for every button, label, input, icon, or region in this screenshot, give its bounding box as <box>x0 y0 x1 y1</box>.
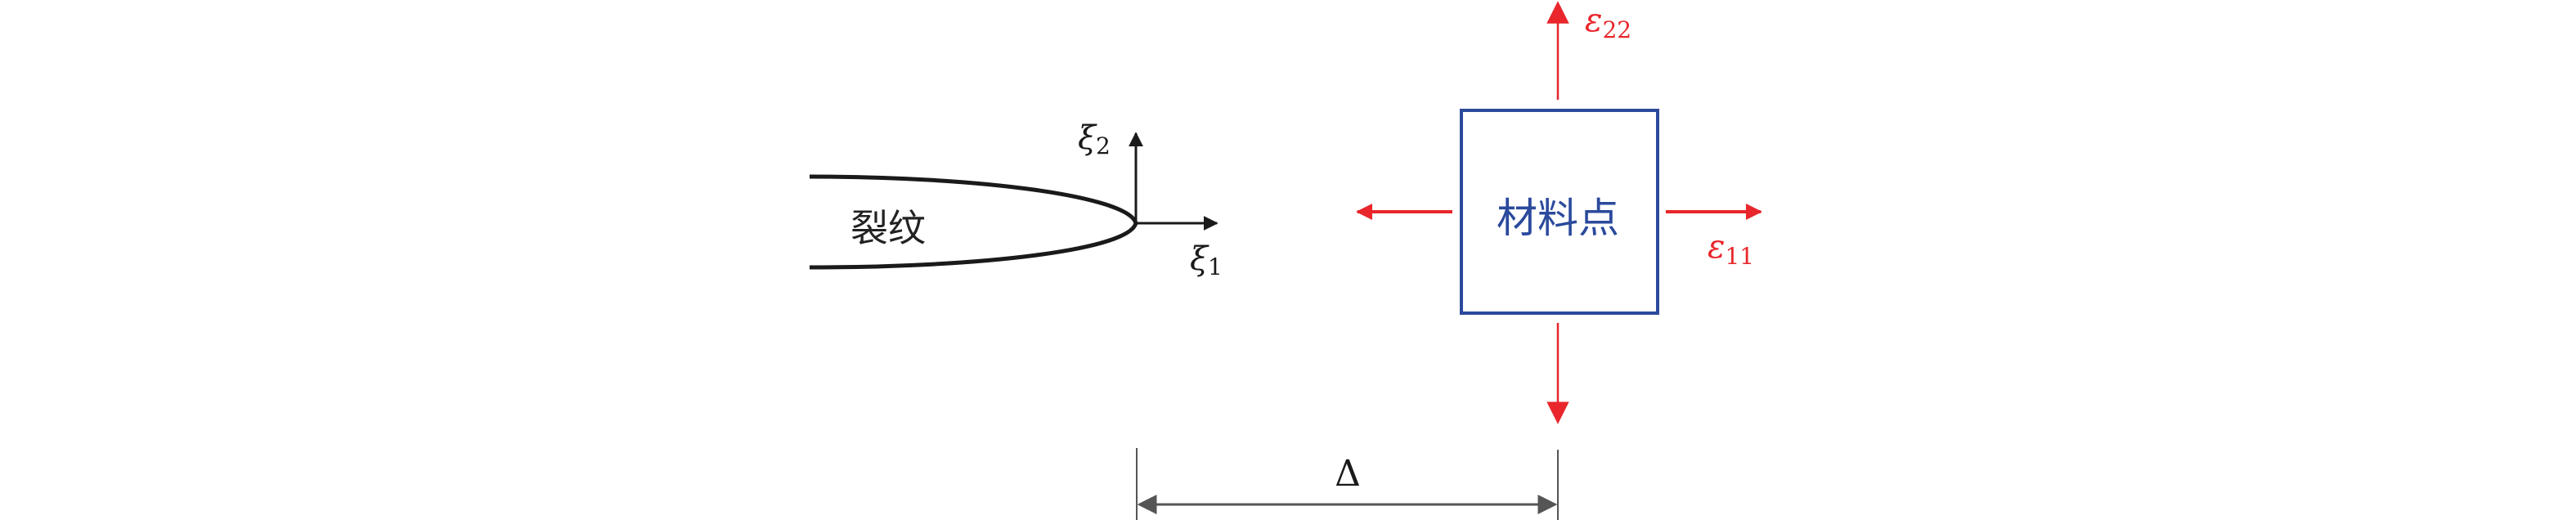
material-point-label: 材料点 <box>1497 195 1619 242</box>
e11-label: ε11 <box>1708 228 1754 270</box>
crack-label: 裂纹 <box>850 206 926 250</box>
xi2-label: ξ2 <box>1078 119 1111 159</box>
e22-label: ε22 <box>1585 2 1631 43</box>
xi1-label: ξ1 <box>1190 240 1223 280</box>
material-point-box <box>1460 109 1659 315</box>
distance-label: Δ <box>1335 453 1361 495</box>
